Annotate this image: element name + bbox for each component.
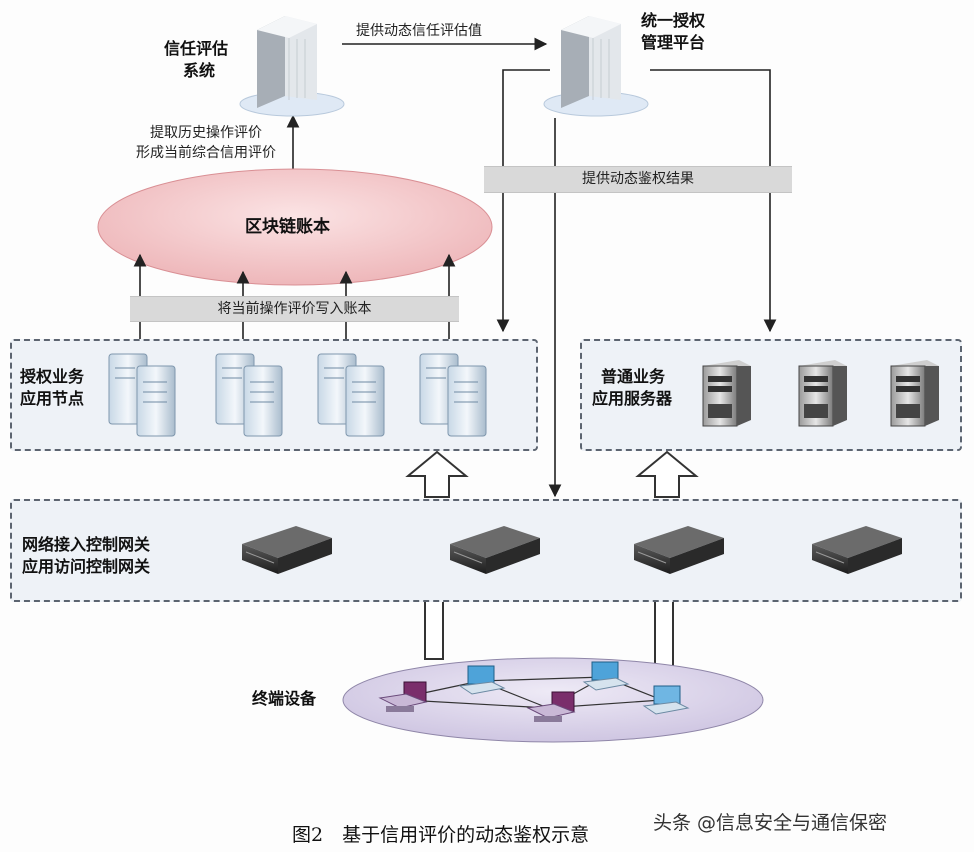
provide-trust-value-label: 提供动态信任评估值 [356,23,482,39]
normal-servers-label-line2: 应用服务器 [592,389,673,408]
auth-result-bar: 提供动态鉴权结果 [484,166,792,193]
auth-node-server-icon [317,353,385,437]
hollow-arrows [405,450,699,670]
trust-system-label-line1: 信任评估 [164,39,229,58]
pc-server-icon [702,360,751,427]
computer-icon [378,681,428,712]
auth-platform-server-icon [543,16,649,117]
pc-server-icon [798,360,847,427]
gateway-device-icon [242,526,332,574]
ledger-title: 区块链账本 [245,217,330,237]
auth-nodes-label-line1: 授权业务 [20,367,85,386]
gateway-label-line2: 应用访问控制网关 [22,557,151,576]
trust-system-server-icon [239,16,345,117]
computer-icon [458,665,506,695]
computer-icon [526,691,576,722]
extract-history-line1: 提取历史操作评价 [150,125,262,141]
pc-server-icon [890,360,939,427]
computer-icon [582,661,630,691]
auth-node-server-icon [419,353,487,437]
gateway-device-icon [812,526,902,574]
auth-platform-label-line1: 统一授权 [641,11,706,30]
gateway-label-line1: 网络接入控制网关 [22,535,151,554]
figure-caption: 图2 基于信用评价的动态鉴权示意 [292,824,590,846]
auth-platform-label-line2: 管理平台 [641,33,706,52]
auth-node-server-icon [108,353,176,437]
ledger-ellipse [97,168,493,286]
normal-servers-label-line1: 普通业务 [601,367,666,386]
computer-icon [642,685,690,715]
auth-node-server-icon [215,353,283,437]
auth-nodes-label-line2: 应用节点 [20,389,85,408]
terminals-label: 终端设备 [252,689,317,708]
gateway-device-icon [450,526,540,574]
watermark: 头条 @信息安全与通信保密 [653,812,888,834]
extract-history-line2: 形成当前综合信用评价 [136,145,276,161]
gateway-device-icon [634,526,724,574]
write-ledger-bar: 将当前操作评价写入账本 [130,296,459,322]
trust-system-label-line2: 系统 [183,61,216,80]
